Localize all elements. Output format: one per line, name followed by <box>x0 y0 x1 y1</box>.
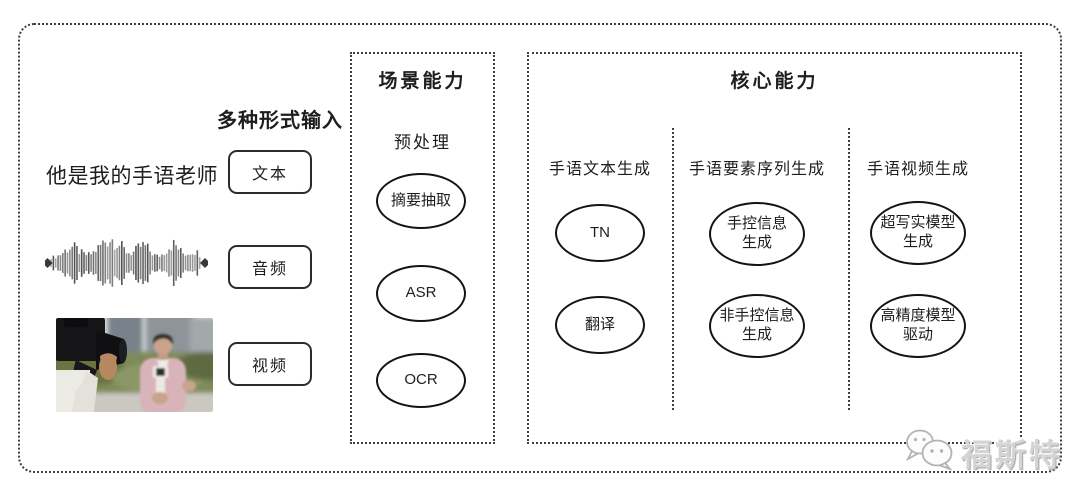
core-capability-box: 核心能力 手语文本生成 手语要素序列生成 手语视频生成 TN 翻译 手控信息 生… <box>527 52 1022 444</box>
node-ocr-label: OCR <box>404 371 438 389</box>
node-asr-label: ASR <box>405 284 437 302</box>
input-type-video-label: 视频 <box>251 358 288 375</box>
input-section-label: 多种形式输入 <box>217 110 343 132</box>
node-hyperreal-model-generation-label: 超写实模型 生成 <box>880 214 956 250</box>
node-high-precision-model-driving-label: 高精度模型 驱动 <box>880 307 956 343</box>
sample-sentence: 他是我的手语老师 <box>46 165 218 188</box>
column-header-sign-text: 手语文本生成 <box>548 161 652 178</box>
node-summary-extraction-label: 摘要抽取 <box>390 191 451 209</box>
node-ocr: OCR <box>376 353 466 408</box>
watermark-text: 福斯特 <box>961 438 1063 473</box>
node-high-precision-model-driving: 高精度模型 驱动 <box>870 294 966 358</box>
core-box-title: 核心能力 <box>730 71 819 92</box>
column-header-sign-elements: 手语要素序列生成 <box>688 161 826 178</box>
node-asr: ASR <box>376 265 466 322</box>
photo-camera <box>56 318 127 412</box>
node-manual-info-generation: 手控信息 生成 <box>709 202 805 266</box>
column-header-sign-video: 手语视频生成 <box>866 161 970 178</box>
input-type-text-box: 文本 <box>228 150 312 194</box>
input-type-text-label: 文本 <box>251 166 288 183</box>
column-divider-1 <box>672 128 674 410</box>
input-type-audio-label: 音频 <box>251 261 288 278</box>
node-summary-extraction: 摘要抽取 <box>376 173 466 229</box>
outer-dashed-frame <box>18 23 1062 473</box>
node-non-manual-info-generation-label: 非手控信息 生成 <box>719 307 795 343</box>
input-type-audio-box: 音频 <box>228 245 312 289</box>
node-translation: 翻译 <box>555 296 645 354</box>
node-tn-label: TN <box>590 223 610 241</box>
input-type-video-box: 视频 <box>228 342 312 386</box>
scene-box-title: 场景能力 <box>378 71 467 92</box>
column-divider-2 <box>848 128 850 410</box>
photo-reporter <box>140 334 196 412</box>
node-manual-info-generation-label: 手控信息 生成 <box>726 215 787 251</box>
scene-box-subtitle: 预处理 <box>394 133 451 152</box>
interview-photo <box>56 318 213 412</box>
node-non-manual-info-generation: 非手控信息 生成 <box>709 294 805 358</box>
wechat-icon <box>905 429 953 471</box>
node-hyperreal-model-generation: 超写实模型 生成 <box>870 201 966 265</box>
node-translation-label: 翻译 <box>584 315 615 333</box>
audio-waveform-icon <box>45 239 208 287</box>
scene-capability-box: 场景能力 预处理 摘要抽取 ASR OCR <box>350 52 495 444</box>
node-tn: TN <box>555 204 645 262</box>
